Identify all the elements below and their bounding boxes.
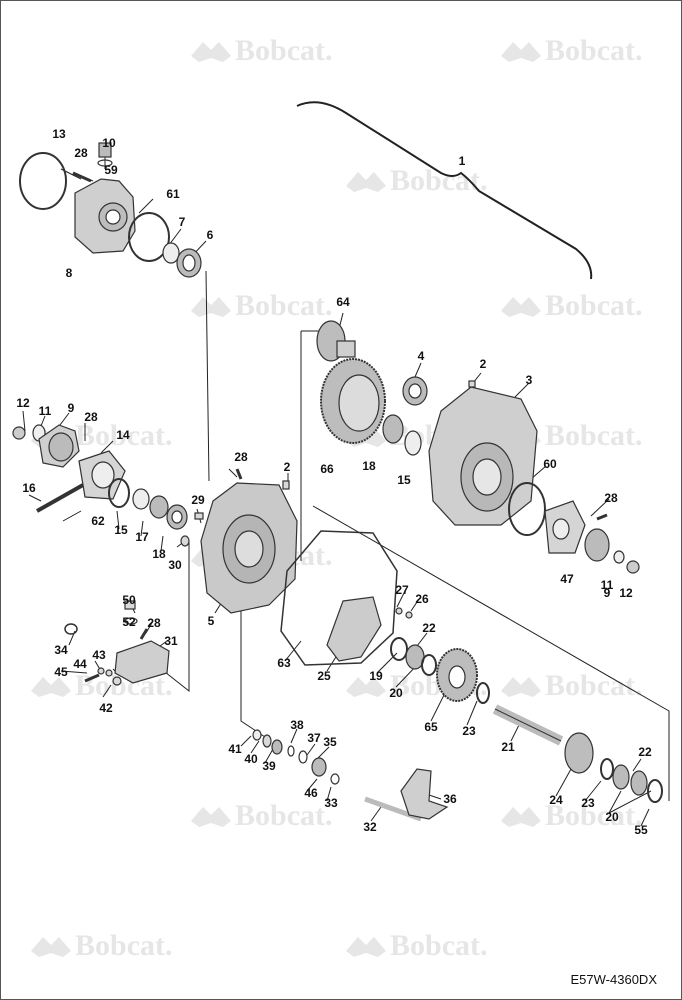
callout-63: 63 (277, 656, 291, 670)
callout-28: 28 (84, 410, 98, 424)
callout-2: 2 (284, 460, 291, 474)
callout-42: 42 (99, 701, 113, 715)
callout-12: 12 (619, 586, 633, 600)
callout-66: 66 (320, 462, 334, 476)
callout-18: 18 (152, 547, 166, 561)
callout-43: 43 (92, 648, 106, 662)
callout-47: 47 (560, 572, 574, 586)
callout-11: 11 (39, 404, 52, 418)
callout-10: 10 (102, 136, 116, 150)
callout-29: 29 (191, 493, 205, 507)
bobcat-logo-watermark: Bobcat. (346, 929, 488, 962)
bobcat-logo-watermark: Bobcat. (501, 289, 643, 322)
callout-45: 45 (54, 665, 68, 679)
callout-14: 14 (116, 428, 130, 442)
svg-text:Bobcat.: Bobcat. (390, 164, 488, 197)
bobcat-logo-watermark: Bobcat. (501, 799, 643, 832)
callout-8: 8 (66, 266, 73, 280)
callout-60: 60 (543, 457, 557, 471)
watermarks: Bobcat. Bobcat. Bobcat. Bobcat. Bobcat. Bobca… (31, 34, 643, 962)
svg-text:Bobcat.: Bobcat. (75, 419, 173, 452)
svg-text:Bobcat.: Bobcat. (545, 669, 643, 702)
callout-15: 15 (114, 523, 128, 537)
callout-62: 62 (91, 514, 105, 528)
callout-35: 35 (323, 735, 337, 749)
callout-6: 6 (207, 228, 214, 242)
callout-28: 28 (234, 450, 248, 464)
callout-32: 32 (363, 820, 377, 834)
bobcat-logo-watermark: Bobcat. (346, 164, 488, 197)
callout-36: 36 (443, 792, 457, 806)
callout-25: 25 (317, 669, 331, 683)
callout-2: 2 (480, 357, 487, 371)
callout-38: 38 (290, 718, 304, 732)
bobcat-logo-watermark: Bobcat. (191, 799, 333, 832)
callout-41: 41 (228, 742, 242, 756)
callout-22: 22 (638, 745, 652, 759)
callout-18: 18 (362, 459, 376, 473)
svg-text:Bobcat.: Bobcat. (235, 34, 333, 67)
parts (12, 142, 663, 822)
callout-31: 31 (164, 634, 178, 648)
callout-23: 23 (462, 724, 476, 738)
callout-28: 28 (147, 616, 161, 630)
callout-4: 4 (418, 349, 425, 363)
callout-40: 40 (244, 752, 258, 766)
callout-24: 24 (549, 793, 563, 807)
callout-65: 65 (424, 720, 438, 734)
callout-30: 30 (168, 558, 182, 572)
callout-27: 27 (395, 583, 409, 597)
callout-39: 39 (262, 759, 276, 773)
callout-22: 22 (422, 621, 436, 635)
callout-64: 64 (336, 295, 350, 309)
callout-9: 9 (68, 401, 75, 415)
drawing-code: E57W-4360DX (570, 972, 657, 987)
callout-28: 28 (74, 146, 88, 160)
callout-5: 5 (208, 614, 215, 628)
bobcat-logo-watermark: Bobcat. (501, 34, 643, 67)
callout-55: 55 (634, 823, 648, 837)
callout-20: 20 (605, 810, 619, 824)
callout-17: 17 (135, 530, 149, 544)
bobcat-logo-watermark: Bobcat. (31, 929, 173, 962)
svg-text:Bobcat.: Bobcat. (545, 289, 643, 322)
svg-text:Bobcat.: Bobcat. (390, 929, 488, 962)
callout-33: 33 (324, 796, 338, 810)
callout-15: 15 (397, 473, 411, 487)
group-brace (296, 101, 593, 280)
bobcat-logo-watermark: Bobcat. (191, 34, 333, 67)
bobcat-logo-watermark: Bobcat. (501, 669, 643, 702)
callout-50: 50 (122, 593, 136, 607)
callout-1: 1 (459, 154, 466, 168)
callout-20: 20 (389, 686, 403, 700)
bobcat-logo-watermark: Bobcat. (191, 289, 333, 322)
callout-12: 12 (16, 396, 30, 410)
svg-text:Bobcat.: Bobcat. (545, 419, 643, 452)
callout-23: 23 (581, 796, 595, 810)
callout-16: 16 (22, 481, 36, 495)
callout-34: 34 (54, 643, 68, 657)
svg-text:Bobcat.: Bobcat. (545, 34, 643, 67)
callout-59: 59 (104, 163, 118, 177)
callout-labels: 1223456789910111112121314151516171818192… (16, 127, 652, 837)
svg-text:Bobcat.: Bobcat. (235, 799, 333, 832)
callout-3: 3 (526, 373, 533, 387)
svg-text:Bobcat.: Bobcat. (235, 289, 333, 322)
callout-52: 52 (122, 615, 136, 629)
callout-9: 9 (604, 586, 611, 600)
callout-44: 44 (73, 657, 87, 671)
callout-21: 21 (501, 740, 515, 754)
callout-26: 26 (415, 592, 429, 606)
callout-37: 37 (307, 731, 321, 745)
callout-28: 28 (604, 491, 618, 505)
callout-11: 11 (601, 578, 614, 592)
callout-13: 13 (52, 127, 66, 141)
callout-7: 7 (179, 215, 186, 229)
callout-46: 46 (304, 786, 318, 800)
callout-19: 19 (369, 669, 383, 683)
svg-text:Bobcat.: Bobcat. (75, 929, 173, 962)
callout-61: 61 (166, 187, 180, 201)
